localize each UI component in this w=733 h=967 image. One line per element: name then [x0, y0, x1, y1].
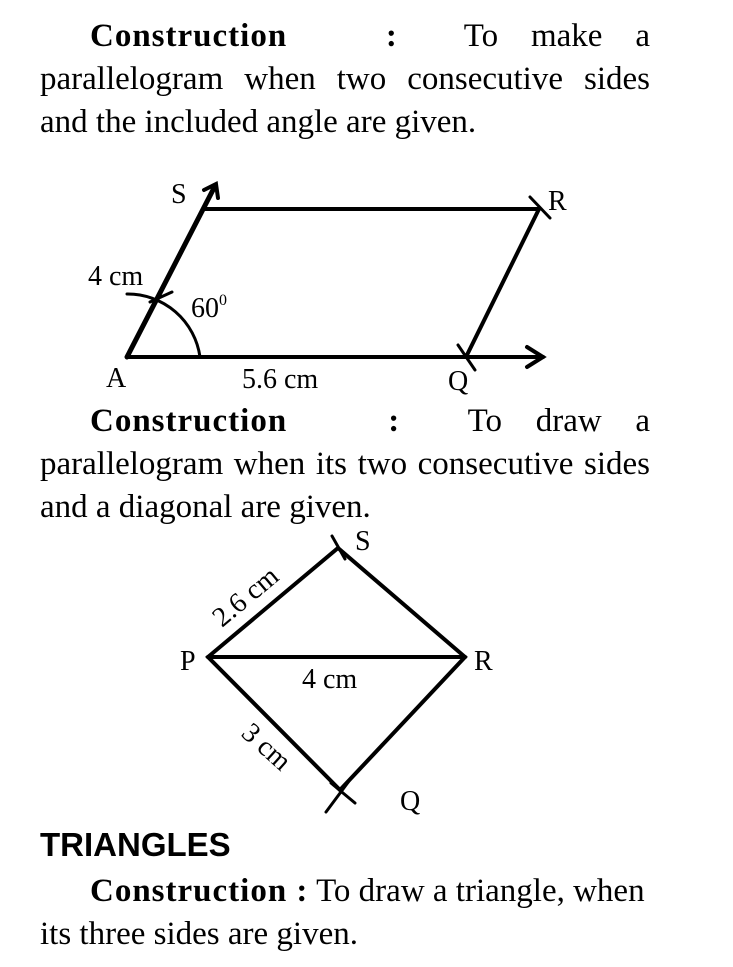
vertex-s-label: S: [355, 526, 371, 557]
parallelogram-diagram-2: [205, 534, 468, 814]
text: To draw a: [467, 403, 651, 439]
section-heading-triangles: TRIANGLES: [40, 826, 231, 863]
side-ps-label: 2.6 cm: [207, 560, 285, 633]
angle-label: 600: [191, 292, 227, 324]
construction-triangle: Construction : To draw a triangle, when …: [40, 870, 650, 956]
colon: :: [385, 18, 398, 54]
arc-mark: [329, 781, 357, 805]
construction-parallelogram-angle: Construction : To make a parallelogram wh…: [40, 15, 650, 144]
vertex-a-label: A: [106, 363, 127, 394]
construction-label: Construction: [90, 403, 288, 439]
arrow-head-icon: [202, 180, 220, 200]
vertex-r-label: R: [474, 646, 493, 677]
colon: :: [388, 403, 401, 439]
vertex-s-label: S: [171, 179, 187, 210]
side-rq: [464, 207, 541, 359]
arc-mark: [528, 195, 552, 220]
ray-as: [124, 183, 218, 360]
construction-label: Construction :: [90, 873, 309, 909]
construction-parallelogram-diagonal: Construction : To draw a parallelogram wh…: [40, 400, 650, 529]
text: parallelogram when its two consecutive s…: [40, 446, 650, 525]
vertex-p-label: P: [180, 646, 196, 677]
vertex-r-label: R: [548, 186, 567, 217]
arc-mark: [456, 343, 477, 372]
vertex-q-label: Q: [448, 366, 468, 397]
side-pq-label: 3 cm: [235, 717, 297, 777]
text: parallelogram when two consecutive sides…: [40, 61, 650, 140]
side-aq-label: 5.6 cm: [242, 364, 318, 395]
diagonal-pr-label: 4 cm: [302, 664, 357, 695]
text: To draw a triangle, when its three sides…: [40, 873, 645, 952]
vertex-q-label: Q: [400, 786, 420, 817]
arc-mark: [148, 290, 174, 304]
text: To make a: [463, 18, 650, 54]
arc-mark: [330, 534, 347, 561]
side-as-label: 4 cm: [88, 261, 143, 292]
arc-mark: [324, 775, 354, 814]
arrow-head-icon: [525, 345, 547, 369]
angle-arc: [125, 292, 202, 359]
parallelogram-diagram-1: [124, 180, 552, 372]
construction-label: Construction: [90, 18, 288, 54]
